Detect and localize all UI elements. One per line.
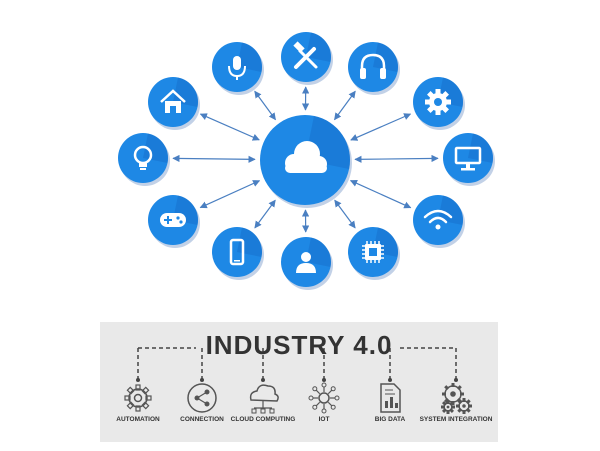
arrow-monitor bbox=[354, 154, 439, 163]
iot-hub-icon bbox=[308, 382, 340, 414]
node-microphone bbox=[212, 42, 264, 95]
arrow-microphone bbox=[254, 90, 276, 121]
arrow-headphones bbox=[334, 90, 356, 121]
automation-gear-icon bbox=[124, 384, 152, 412]
lightbulb-icon bbox=[133, 145, 153, 170]
banner-item-label: CLOUD COMPUTING bbox=[230, 416, 296, 423]
node-headphones bbox=[348, 42, 400, 95]
banner-item-label: AUTOMATION bbox=[116, 416, 160, 423]
node-chip bbox=[348, 227, 400, 280]
cloud-icon bbox=[285, 141, 327, 173]
gears-icon bbox=[441, 383, 472, 414]
node-tools bbox=[281, 32, 333, 85]
arrow-chip bbox=[334, 199, 356, 229]
headphones-icon bbox=[360, 53, 386, 79]
wifi-icon bbox=[423, 209, 453, 230]
banner-item-label: SYSTEM INTEGRATION bbox=[419, 416, 493, 423]
cloud-center-node bbox=[260, 115, 352, 208]
banner-item-label: BIG DATA bbox=[374, 416, 406, 423]
banner-title: INDUSTRY 4.0 bbox=[205, 330, 393, 360]
banner-item-label: IOT bbox=[318, 416, 330, 423]
banner-item-label: CONNECTION bbox=[180, 416, 224, 423]
microphone-icon bbox=[228, 56, 246, 80]
arrow-wifi bbox=[349, 179, 412, 209]
share-icon bbox=[187, 383, 217, 413]
arrow-lightbulb bbox=[172, 154, 256, 163]
arrow-gear bbox=[350, 113, 412, 141]
cloud-network-icon bbox=[249, 384, 279, 414]
node-home bbox=[148, 77, 200, 130]
document-chart-icon bbox=[380, 383, 401, 413]
node-wifi bbox=[413, 195, 465, 248]
chip-icon bbox=[362, 241, 384, 263]
arrow-smartphone bbox=[254, 199, 276, 229]
node-lightbulb bbox=[118, 133, 170, 186]
connection-arrows bbox=[172, 86, 439, 233]
cloud-hub-diagram bbox=[118, 32, 495, 290]
node-monitor bbox=[443, 133, 495, 186]
industry-banner: INDUSTRY 4.0 AUTOMATION CONNECTION CLOUD C… bbox=[100, 322, 498, 442]
node-smartphone bbox=[212, 227, 264, 280]
device-nodes bbox=[118, 32, 495, 290]
user-icon bbox=[296, 252, 316, 273]
gear-icon bbox=[425, 89, 451, 115]
tools-icon bbox=[293, 41, 318, 69]
node-user bbox=[281, 237, 333, 290]
home-icon bbox=[160, 89, 186, 113]
gamepad-icon bbox=[160, 213, 186, 227]
smartphone-icon bbox=[229, 238, 245, 266]
node-gear bbox=[413, 77, 465, 130]
monitor-icon bbox=[454, 146, 482, 171]
arrow-gamepad bbox=[199, 180, 261, 209]
banner-graphics bbox=[124, 347, 472, 414]
node-gamepad bbox=[148, 195, 200, 248]
arrow-home bbox=[199, 113, 260, 141]
